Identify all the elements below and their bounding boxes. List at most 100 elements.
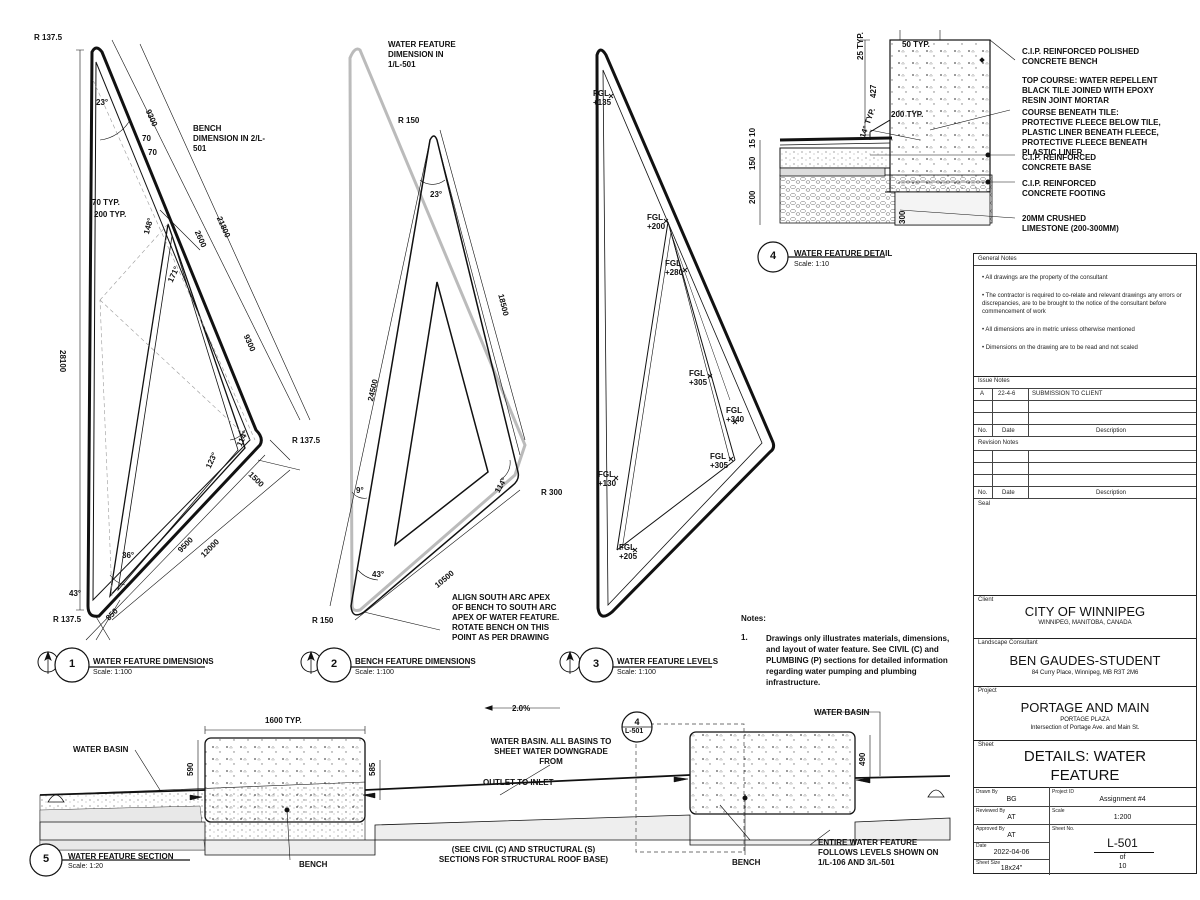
d4-title: WATER FEATURE DETAIL xyxy=(794,249,893,258)
d4-callout-limestone: 20mm CRUSHED LIMESTONE (200-300mm) xyxy=(1022,214,1119,233)
d5-number: 5 xyxy=(42,853,50,865)
sheet-no-label: Sheet No. xyxy=(1052,826,1075,832)
d1-scale: Scale: 1:100 xyxy=(93,669,132,676)
d2-linework xyxy=(329,47,527,631)
d2-water-feature-dimension-note: WATER FEATURE DIMENSION IN 1/L-501 xyxy=(388,40,456,69)
d4-dim-50typ: 50 TYP. xyxy=(902,40,930,49)
sheet-number: L-501 xyxy=(1107,836,1138,850)
d3-level-1: FGL+135 xyxy=(593,89,612,107)
d5-water-basin-left: WATER BASIN xyxy=(73,745,129,754)
general-note-2: • The contractor is required to co-relat… xyxy=(982,293,1182,315)
d1-radius-top: R 137.5 xyxy=(34,33,63,42)
project-label: Project xyxy=(978,688,997,694)
consultant-name: BEN GAUDES-STUDENT xyxy=(1009,653,1161,668)
notes-item-text: Drawings only illustrates materials, dim… xyxy=(766,634,950,687)
d4-dim-300: 300 xyxy=(898,210,907,224)
revision-notes-heading: Revision Notes xyxy=(978,440,1019,446)
client-sub: WINNIPEG, MANITOBA, CANADA xyxy=(1038,620,1132,626)
seal-label: Seal xyxy=(978,501,991,507)
general-note-3: • All dimensions are in metric unless ot… xyxy=(982,327,1135,333)
d5-title: WATER FEATURE SECTION xyxy=(68,852,174,861)
d2-radius-150-bottom: R 150 xyxy=(312,616,334,625)
d3-title: WATER FEATURE LEVELS xyxy=(617,657,719,666)
d5-dim-585: 585 xyxy=(368,762,377,776)
d4-callout-beneath-tile: COURSE BENEATH TILE: PROTECTIVE FLEECE B… xyxy=(1022,108,1161,157)
issue-col-date: Date xyxy=(1002,428,1015,434)
d4-scale: Scale: 1:10 xyxy=(794,261,830,268)
d2-angle-23: 23° xyxy=(430,190,443,199)
d4-callout-bench: C.I.P. REINFORCED POLISHED CONCRETE BENC… xyxy=(1022,47,1140,66)
d1-angle-36: 36° xyxy=(122,551,135,560)
issue-row-date: 22-4-6 xyxy=(998,391,1016,397)
issue-notes-heading: Issue Notes xyxy=(978,378,1010,384)
d1-title: WATER FEATURE DIMENSIONS xyxy=(93,657,214,666)
d2-scale: Scale: 1:100 xyxy=(355,669,394,676)
d4-dim-200: 200 xyxy=(748,190,757,204)
revision-col-no: No. xyxy=(978,490,988,496)
d5-see-civil-note: (SEE CIVIL (C) AND STRUCTURAL (S) SECTIO… xyxy=(438,845,609,864)
d5-scale: Scale: 1:20 xyxy=(68,863,104,870)
reviewed-by-label: Reviewed By xyxy=(976,808,1006,814)
d5-outlet-to-inlet: OUTLET TO INLET xyxy=(483,778,554,787)
scale-label: Scale xyxy=(1052,808,1065,814)
d1-70-typ: 70 TYP. xyxy=(92,198,120,207)
general-notes-heading: General Notes xyxy=(978,256,1017,262)
d1-number: 1 xyxy=(68,658,76,670)
consultant-label: Landscape Consultant xyxy=(978,640,1038,646)
d3-level-8: FGL+205 xyxy=(619,543,638,561)
d1-200-typ: 200 TYP. xyxy=(94,210,127,219)
issue-col-no: No. xyxy=(978,428,988,434)
approved-by: AT xyxy=(1007,832,1016,839)
d4-dim-200typ: 200 TYP. xyxy=(891,110,924,119)
d5-dim-1600: 1600 TYP. xyxy=(265,716,302,725)
project-id: Assignment #4 xyxy=(1099,796,1146,803)
d4-dim-427: 427 xyxy=(869,84,878,98)
title-block: General Notes • All drawings are the pro… xyxy=(973,253,1197,875)
sheet-name-line-2: FEATURE xyxy=(1050,767,1120,784)
d2-title: BENCH FEATURE DIMENSIONS xyxy=(355,657,476,666)
d2-align-note: ALIGN SOUTH ARC APEX OF BENCH TO SOUTH A… xyxy=(452,593,560,642)
sheet-size: 18x24" xyxy=(1000,865,1023,872)
d2-radius-300: R 300 xyxy=(541,488,563,497)
notes-heading: Notes: xyxy=(741,614,766,623)
general-note-4: • Dimensions on the drawing are to be re… xyxy=(982,345,1138,351)
d1-dim-28100: 28100 xyxy=(58,350,67,373)
d5-dim-590: 590 xyxy=(186,762,195,776)
revision-col-desc: Description xyxy=(1096,490,1127,496)
sheet-of: of xyxy=(1119,854,1126,861)
scale-value: 1:200 xyxy=(1113,814,1132,821)
d2-angle-9: 9° xyxy=(356,486,364,495)
d3-level-6: FGL+305 xyxy=(710,452,729,470)
revision-col-date: Date xyxy=(1002,490,1015,496)
d3-level-2: FGL+200 xyxy=(647,213,666,231)
d2-radius-150-top: R 150 xyxy=(398,116,420,125)
d2-angle-43: 43° xyxy=(372,570,385,579)
d5-detail-ref-sheet: L-501 xyxy=(625,728,644,735)
d1-bench-dimension-note: BENCH DIMENSION IN 2/L-501 xyxy=(193,124,266,153)
d1-dim-70b: 70 xyxy=(148,148,157,157)
drawn-by: BG xyxy=(1006,796,1017,803)
date-label: Date xyxy=(976,843,987,849)
project-name: PORTAGE AND MAIN xyxy=(1020,700,1150,715)
sheet-label: Sheet xyxy=(978,742,994,748)
d5-detail-ref-number: 4 xyxy=(634,717,640,727)
project-sub-2: Intersection of Portage Ave. and Main St… xyxy=(1030,725,1140,731)
drawn-by-label: Drawn By xyxy=(976,789,998,795)
d5-entire-feature-note: ENTIRE WATER FEATURE FOLLOWS LEVELS SHOW… xyxy=(818,838,939,867)
d1-radius-right: R 137.5 xyxy=(292,436,321,445)
approved-by-label: Approved By xyxy=(976,826,1005,832)
client-label: Client xyxy=(978,597,994,603)
d3-level-3: FGL+280 xyxy=(665,259,684,277)
d4-callout-concrete-footing: C.I.P. REINFORCED CONCRETE FOOTING xyxy=(1022,179,1106,198)
d5-dim-490: 490 xyxy=(858,752,867,766)
d1-angle-23: 23° xyxy=(96,98,109,107)
project-sub-1: PORTAGE PLAZA xyxy=(1060,717,1110,723)
date-value: 2022-04-06 xyxy=(993,849,1030,856)
d1-linework xyxy=(76,39,311,641)
d1-radius-bottom: R 137.5 xyxy=(53,615,82,624)
issue-col-desc: Description xyxy=(1096,428,1127,434)
d4-dim-25typ: 25 TYP. xyxy=(856,32,865,60)
sheet-total: 10 xyxy=(1118,863,1127,870)
d3-number: 3 xyxy=(592,658,600,670)
